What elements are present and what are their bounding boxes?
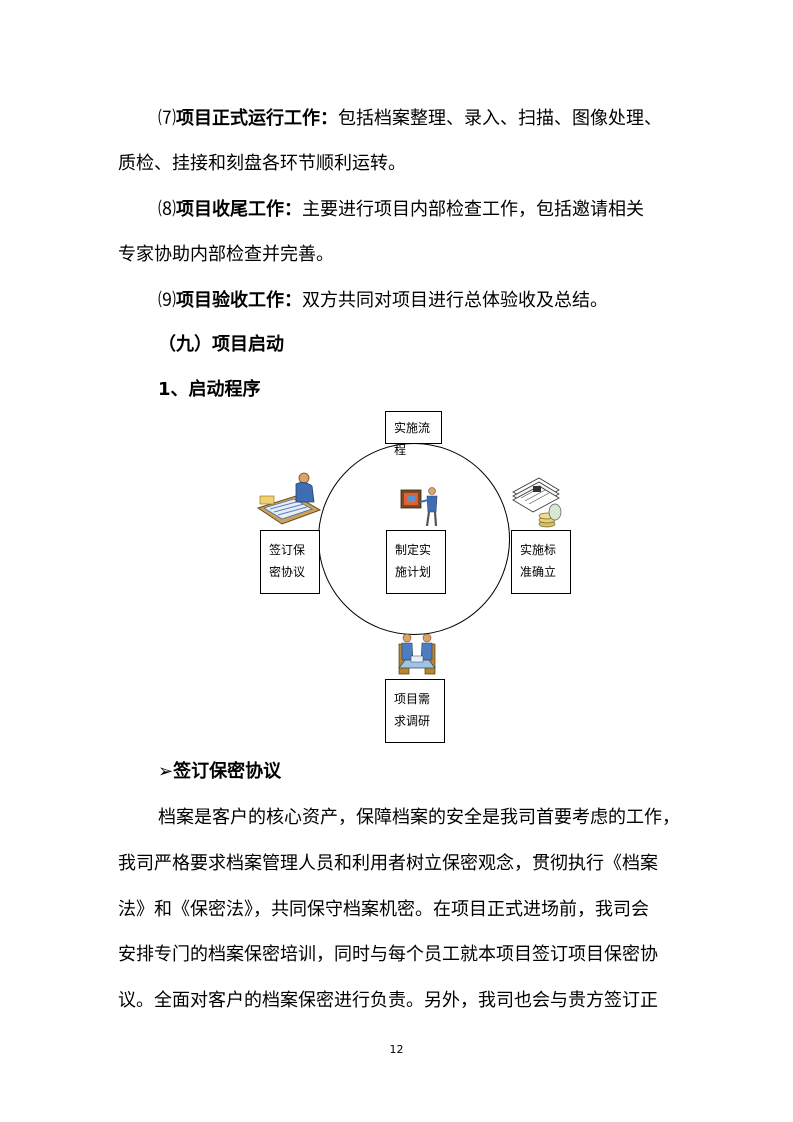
item-number: ⑼ <box>158 290 176 311</box>
item-8-line2: 专家协助内部检查并完善。 <box>118 244 334 265</box>
box-label: 签订保密协议 <box>269 543 306 579</box>
item-number: ⑻ <box>158 199 176 220</box>
paragraph-line: 法》和《保密法》，共同保守档案机密。在项目正式进场前，我司会 <box>118 899 649 920</box>
bullet-title: 签订保密协议 <box>173 761 282 782</box>
desk-worker-icon <box>256 472 322 525</box>
box-label: 制定实施计划 <box>395 543 432 579</box>
paragraph-line: 安排专门的档案保密培训，同时与每个员工就本项目签订项目保密协 <box>118 944 658 965</box>
paragraph-line: 我司严格要求档案管理人员和利用者树立保密观念，贯彻执行《档案 <box>118 853 658 874</box>
item-8-line1: ⑻项目收尾工作：主要进行项目内部检查工作，包括邀请相关 <box>158 198 644 222</box>
paragraph-line: 档案是客户的核心资产，保障档案的安全是我司首要考虑的工作， <box>158 807 680 828</box>
box-standards: 实施标准确立 <box>511 530 571 594</box>
item-9-line1: ⑼项目验收工作：双方共同对项目进行总体验收及总结。 <box>158 289 608 313</box>
item-number: ⑺ <box>158 108 176 129</box>
box-label: 实施流程 <box>394 421 431 457</box>
paragraph-line: 议。全面对客户的档案保密进行负责。另外，我司也会与贵方签订正 <box>118 990 658 1011</box>
section-heading: （九）项目启动 <box>158 334 284 355</box>
presenter-icon <box>400 487 438 527</box>
box-make-plan: 制定实施计划 <box>386 530 446 594</box>
meeting-icon <box>398 633 436 675</box>
box-sign-confidentiality: 签订保密协议 <box>260 530 320 594</box>
item-7-line1: ⑺项目正式运行工作：包括档案整理、录入、扫描、图像处理、 <box>158 107 662 131</box>
box-requirements-research: 项目需求调研 <box>385 679 445 743</box>
bullet-arrow-icon: ➢ <box>158 761 174 782</box>
page-number: 12 <box>389 1043 404 1056</box>
item-text: 双方共同对项目进行总体验收及总结。 <box>302 290 608 311</box>
item-7-line2: 质检、挂接和刻盘各环节顺利运转。 <box>118 153 406 174</box>
sub-heading: 1、启动程序 <box>158 379 261 400</box>
item-text: 主要进行项目内部检查工作，包括邀请相关 <box>302 199 644 220</box>
bullet-heading: ➢签订保密协议 <box>158 760 281 784</box>
documents-coins-icon <box>512 477 562 528</box>
box-implementation-flow: 实施流程 <box>385 411 442 457</box>
item-title: 项目验收工作： <box>176 290 302 311</box>
item-title: 项目正式运行工作： <box>176 108 338 129</box>
item-text: 包括档案整理、录入、扫描、图像处理、 <box>338 108 662 129</box>
box-label: 项目需求调研 <box>394 692 431 728</box>
item-title: 项目收尾工作： <box>176 199 302 220</box>
box-label: 实施标准确立 <box>520 543 557 579</box>
